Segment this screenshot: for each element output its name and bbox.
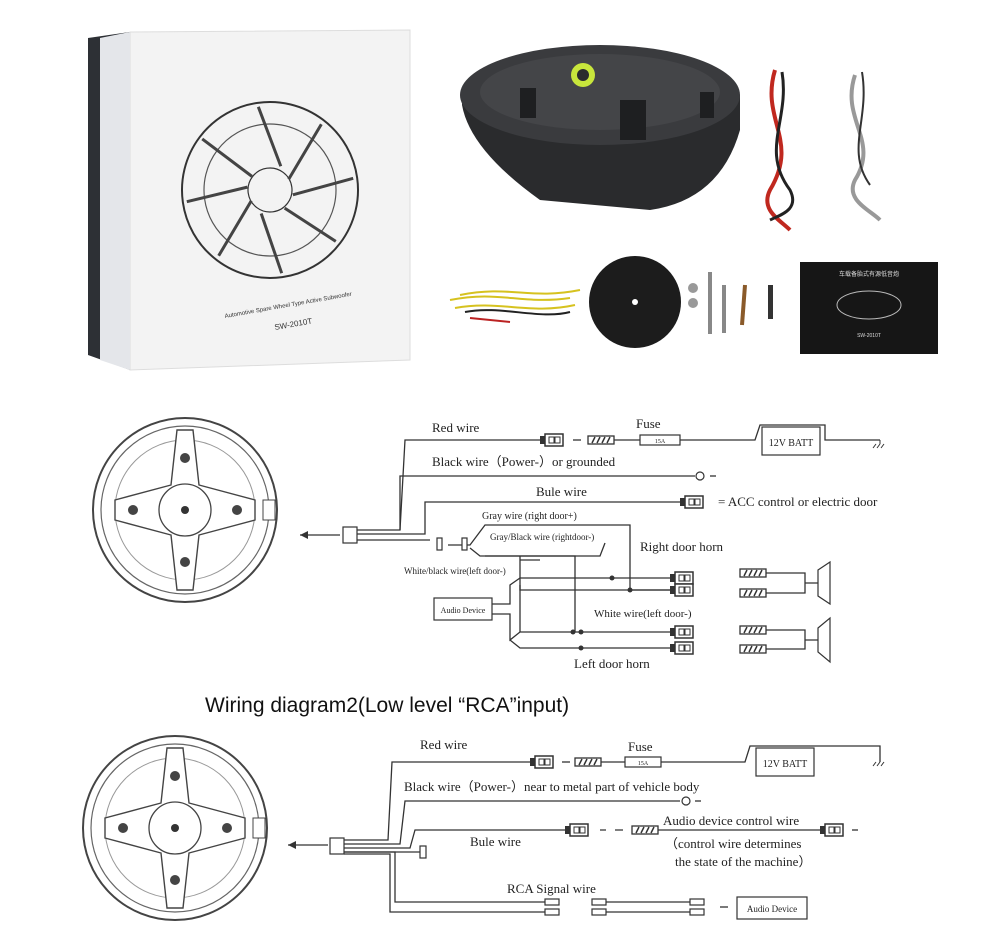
battery-label: 12V BATT	[763, 759, 808, 770]
red-wire-label: Red wire	[432, 420, 480, 435]
left-speaker-icon	[739, 616, 831, 664]
harness-photo	[449, 289, 581, 323]
arrow-icon	[300, 531, 308, 539]
manual-photo: 车载备胎式有源低音炮 SW-2010T	[800, 262, 938, 354]
acc-label: = ACC control or electric door	[718, 494, 878, 509]
white-black-wire-label: White/black wire(left door-)	[404, 566, 506, 576]
battery-label: 12V BATT	[769, 438, 814, 449]
power-cable-photo	[765, 69, 794, 232]
right-speaker-icon	[739, 560, 831, 606]
wiring-diagram-1: 15A 12V BATT Red wire Fuse Black wire（Po…	[92, 416, 885, 671]
ground-icon	[872, 761, 885, 767]
fuse-label: Fuse	[628, 739, 653, 754]
control-note-line1: （control wire determines	[665, 836, 801, 851]
fuse-rating: 15A	[655, 439, 666, 445]
subwoofer-drawing	[92, 417, 278, 603]
rca-wire-label: RCA Signal wire	[507, 881, 596, 896]
subwoofer-unit-photo	[460, 45, 740, 210]
arrow-icon	[288, 841, 296, 849]
fuse-rating: 15A	[638, 761, 649, 767]
white-wire-label: White wire(left door-)	[594, 608, 692, 620]
ground-icon	[872, 440, 885, 449]
mounting-hardware-photo	[688, 272, 773, 334]
mounting-plate-photo	[589, 256, 681, 348]
gray-wire-label: Gray wire (right door+)	[482, 511, 577, 522]
wheel-artwork	[181, 101, 359, 279]
control-wire-label: Audio device control wire	[663, 813, 799, 828]
left-door-horn-label: Left door horn	[574, 656, 650, 671]
blue-wire-label: Bule wire	[470, 834, 521, 849]
gray-black-wire-label: Gray/Black wire (rightdoor-)	[490, 532, 594, 542]
red-wire-label: Red wire	[420, 737, 468, 752]
black-wire-label: Black wire（Power-）or grounded	[432, 454, 616, 469]
section-title: Wiring diagram2(Low level “RCA”input)	[205, 694, 569, 717]
audio-device-box: Audio Device	[747, 904, 797, 914]
right-door-horn-label: Right door horn	[640, 539, 724, 554]
signal-cable-photo	[849, 71, 882, 222]
subwoofer-drawing	[82, 735, 268, 921]
control-note-line2: the state of the machine）	[675, 854, 811, 869]
fuse-label: Fuse	[636, 416, 661, 431]
subwoofer-box-photo: Automotive Spare Wheel Type Active Subwo…	[88, 29, 411, 371]
manual-model: SW-2010T	[857, 333, 881, 339]
manual-title: 车载备胎式有源低音炮	[839, 270, 899, 278]
blue-wire-label: Bule wire	[536, 484, 587, 499]
audio-device-box: Audio Device	[441, 606, 486, 615]
black-wire-label: Black wire（Power-）near to metal part of …	[404, 779, 700, 794]
wiring-diagram-2: 15A 12V BATT Red wire Fuse Black wire（Po…	[82, 735, 885, 921]
